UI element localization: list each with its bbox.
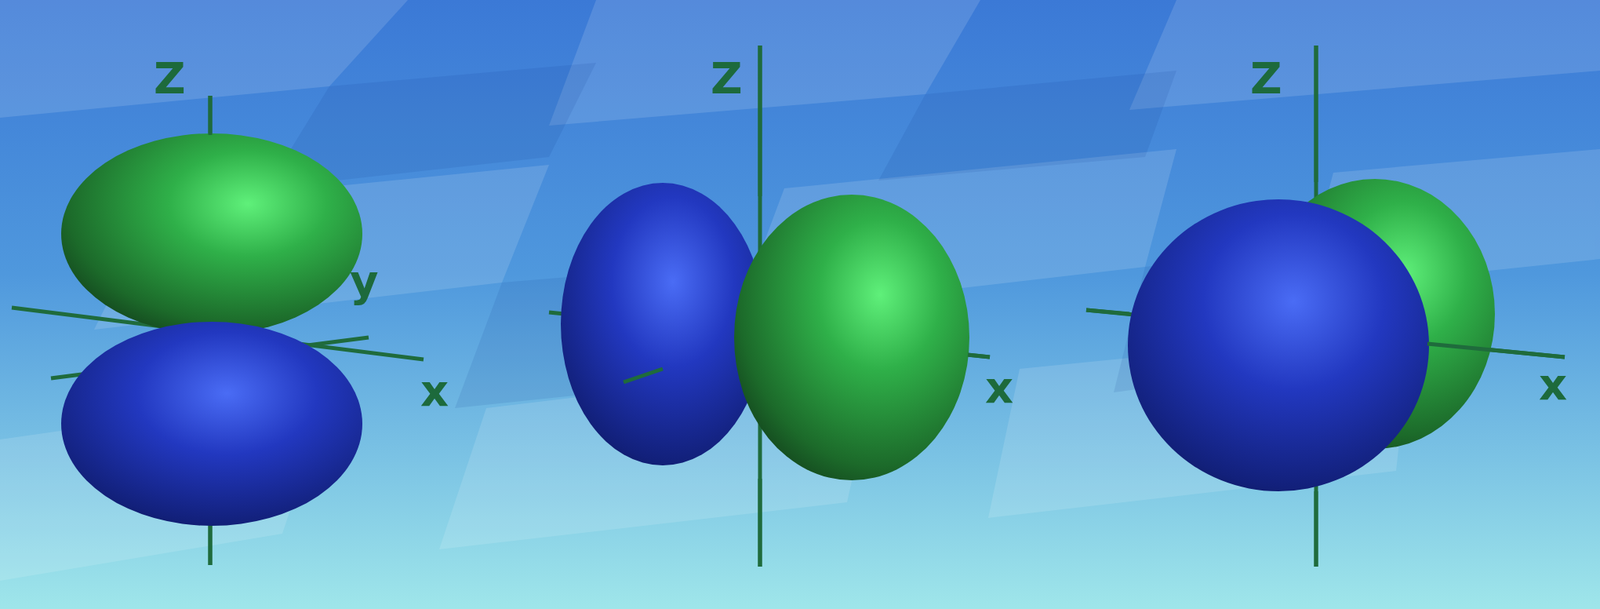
axis-label: Z — [153, 56, 186, 101]
axis-label: x — [1538, 362, 1568, 407]
axis-label: Z — [1250, 56, 1283, 101]
axis-label: x — [420, 368, 449, 413]
axis-label: Z — [710, 56, 743, 101]
axis-label: y — [349, 258, 379, 303]
axis-label: x — [985, 365, 1014, 410]
